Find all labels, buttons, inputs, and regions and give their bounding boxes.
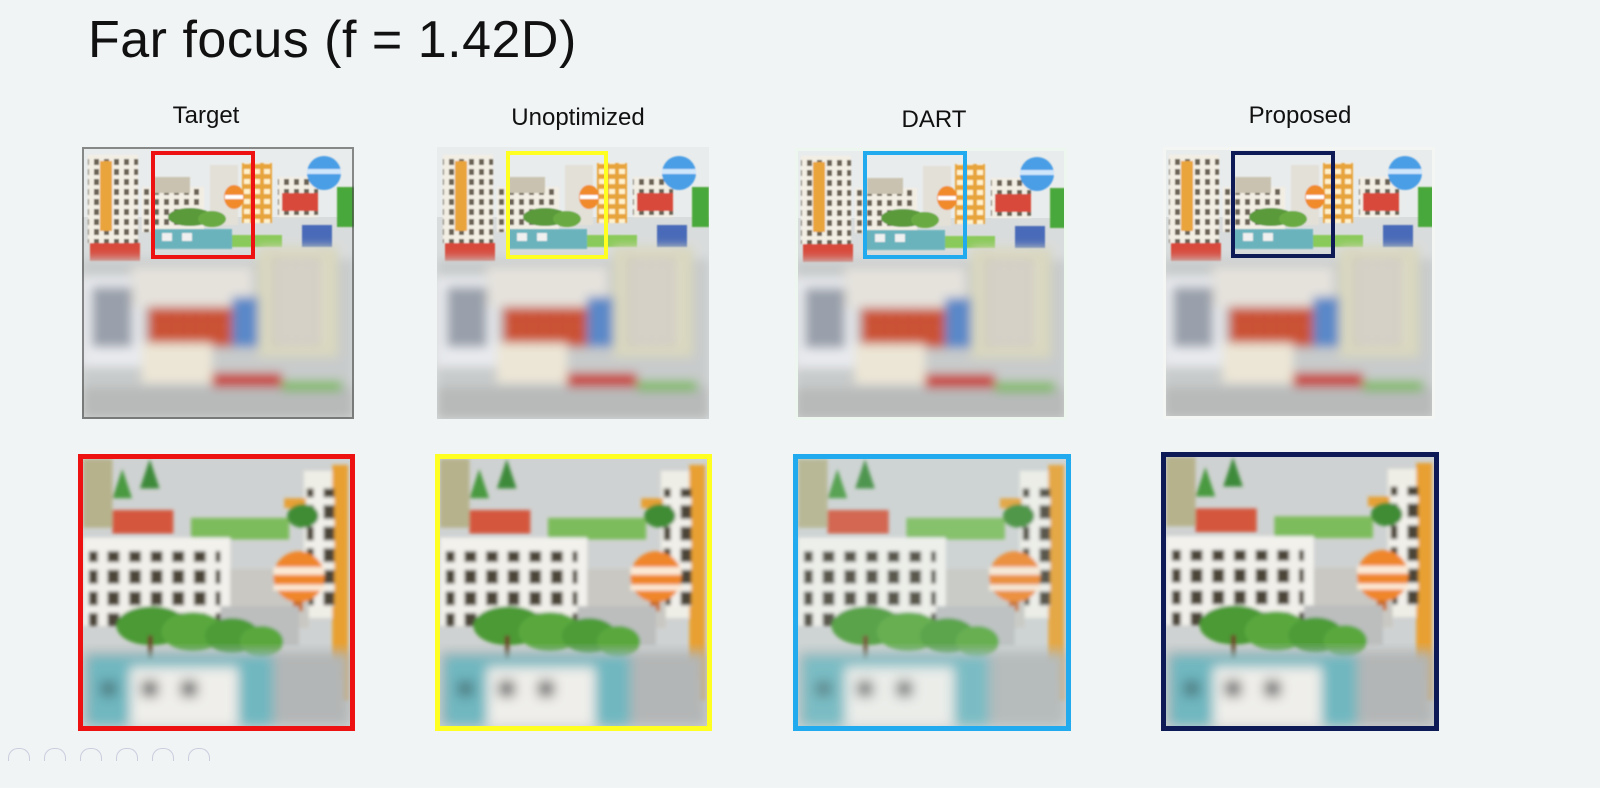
label-proposed: Proposed — [1248, 102, 1352, 129]
label-unoptimized: Unoptimized — [511, 104, 645, 131]
dart-crop-box — [863, 151, 967, 259]
dart-zoom — [793, 454, 1071, 731]
nav-dot[interactable] — [152, 748, 174, 761]
label-target: Target — [172, 102, 240, 129]
target-crop-box — [151, 151, 255, 259]
unoptimized-crop-box — [506, 151, 608, 259]
slide-nav[interactable] — [8, 748, 224, 762]
nav-dot[interactable] — [188, 748, 210, 761]
nav-dot[interactable] — [8, 748, 30, 761]
proposed-crop-box — [1231, 151, 1335, 258]
slide-title: Far focus (f = 1.42D) — [88, 11, 577, 69]
nav-dot[interactable] — [44, 748, 66, 761]
unoptimized-zoom — [435, 454, 712, 731]
label-dart: DART — [901, 106, 967, 133]
target-zoom — [78, 454, 355, 731]
nav-dot[interactable] — [80, 748, 102, 761]
nav-dot[interactable] — [116, 748, 138, 761]
proposed-zoom — [1161, 452, 1439, 731]
